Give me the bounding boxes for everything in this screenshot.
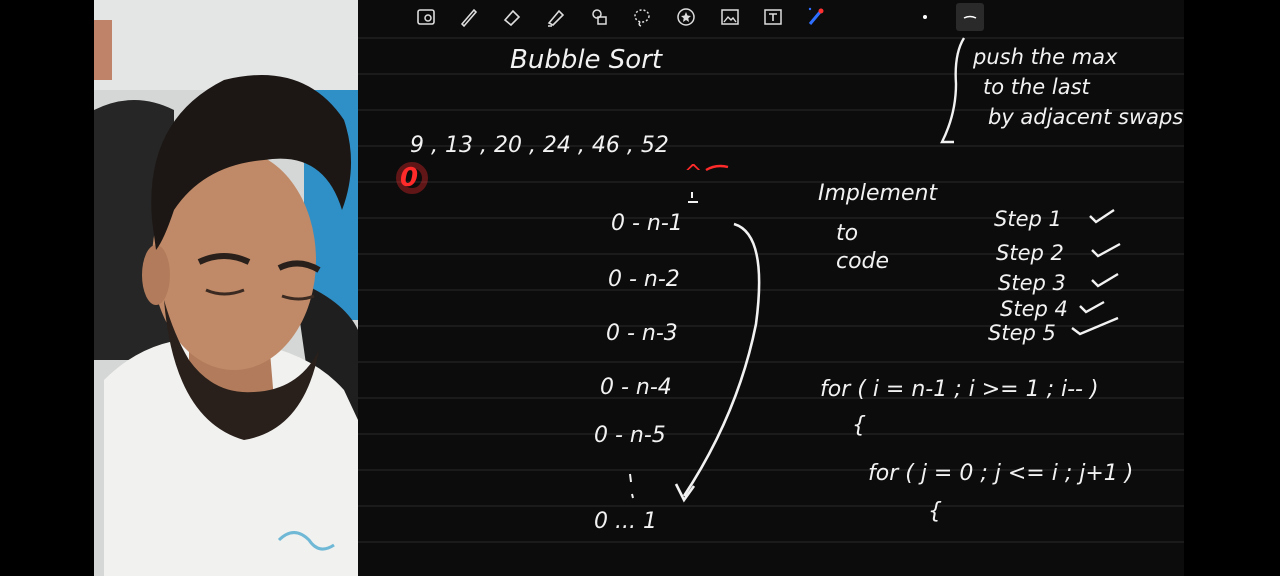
range-3: 0 - n-3 (606, 321, 678, 346)
color-dot-icon (923, 15, 927, 19)
range-4: 0 - n-4 (600, 375, 672, 400)
pen-icon (460, 8, 478, 28)
aside-line-3: by adjacent swaps (988, 105, 1183, 129)
end-marker: ^ (684, 161, 702, 186)
text-box-icon (764, 9, 782, 25)
progression-arrow (682, 222, 761, 497)
implement-line-2: to (836, 221, 858, 246)
eraser-tool[interactable] (498, 3, 526, 31)
aside-line-1: push the max (972, 45, 1118, 69)
page-title: Bubble Sort (510, 45, 663, 75)
laser-pointer-icon (808, 7, 824, 25)
step-2: Step 2 (996, 241, 1064, 265)
index-marker: 0 (400, 163, 418, 193)
step-5: Step 5 (988, 321, 1056, 345)
code-inner-brace: { (928, 499, 942, 524)
laser-pointer-tool[interactable] (802, 3, 830, 31)
check-icon (1089, 209, 1115, 224)
end-marker-stroke (705, 164, 729, 172)
image-tool[interactable] (716, 3, 744, 31)
note-page[interactable]: Bubble Sort push the max to the last by … (358, 34, 1184, 576)
shapes-icon (592, 9, 607, 25)
note-canvas[interactable]: Bubble Sort push the max to the last by … (358, 34, 1184, 576)
index-glow (396, 162, 428, 194)
lasso-select-tool[interactable] (412, 3, 440, 31)
step-3: Step 3 (998, 271, 1066, 295)
check-icon (1071, 316, 1119, 336)
text-tool[interactable] (759, 3, 787, 31)
lasso-icon (634, 9, 650, 27)
check-icon (1091, 242, 1121, 258)
lasso-select-icon (417, 9, 435, 25)
implement-line-1: Implement (818, 181, 938, 206)
presenter-video (94, 0, 358, 576)
range-6: 0 ... 1 (594, 509, 657, 534)
pen-tool[interactable] (455, 3, 483, 31)
check-icon (1079, 300, 1105, 314)
range-1: 0 - n-1 (611, 211, 683, 236)
star-sticker-icon (677, 8, 695, 26)
code-outer-loop: for ( i = n-1 ; i >= 1 ; i-- ) (820, 377, 1099, 402)
code-inner-loop: for ( j = 0 ; j <= i ; j+1 ) (868, 461, 1133, 486)
sticker-tool[interactable] (672, 3, 700, 31)
implement-line-3: code (836, 249, 889, 274)
webcam-feed (94, 0, 358, 576)
highlighter-icon (547, 9, 565, 27)
image-icon (721, 9, 739, 25)
range-2: 0 - n-2 (608, 267, 680, 292)
notes-app: Bubble Sort push the max to the last by … (358, 0, 1184, 576)
shapes-tool[interactable] (585, 3, 613, 31)
aside-line-2: to the last (983, 75, 1091, 99)
step-1: Step 1 (994, 207, 1062, 231)
eraser-icon (503, 9, 521, 27)
step-4: Step 4 (1000, 297, 1068, 321)
color-picker[interactable] (911, 3, 939, 31)
range-ellipsis-dots (629, 473, 634, 499)
stroke-width-picker[interactable] (956, 3, 984, 31)
lasso-tool[interactable] (628, 3, 656, 31)
end-marker-tick (688, 192, 698, 203)
aside-bracket (940, 37, 966, 144)
notes-toolbar (358, 0, 1184, 34)
step-checkmarks (1071, 209, 1121, 336)
stroke-width-icon (963, 15, 977, 19)
arrow-head (674, 483, 696, 503)
sorted-array: 9 , 13 , 20 , 24 , 46 , 52 (410, 133, 669, 158)
highlighter-tool[interactable] (541, 3, 569, 31)
range-5: 0 - n-5 (594, 423, 666, 448)
check-icon (1091, 272, 1119, 288)
code-outer-brace: { (852, 413, 866, 438)
